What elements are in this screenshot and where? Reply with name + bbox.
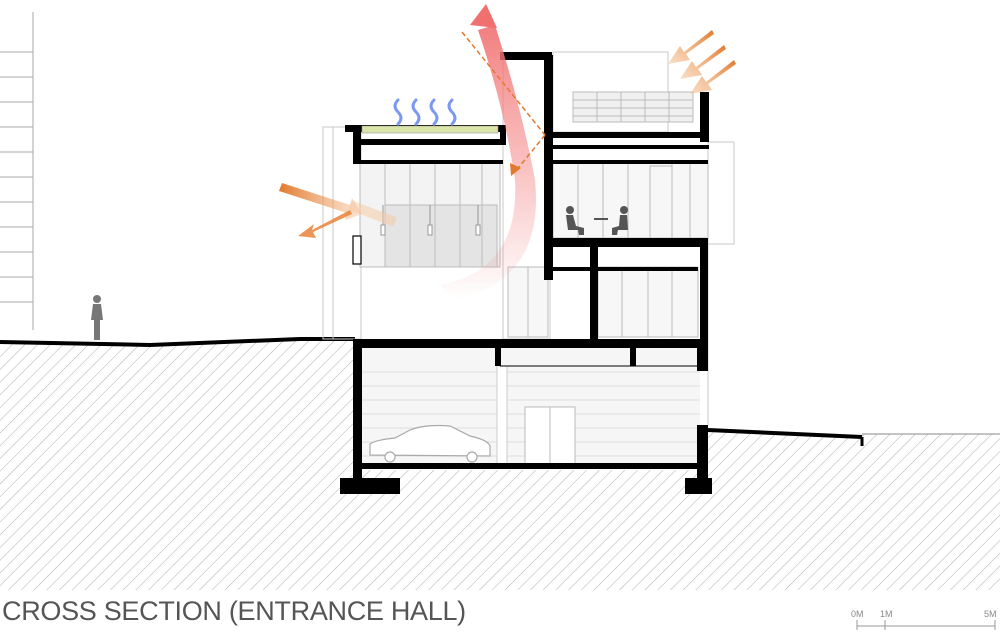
dashed-ventilation-line <box>461 31 546 173</box>
structure <box>340 52 712 494</box>
ground-hatch <box>0 340 1000 590</box>
green-roof <box>361 125 499 134</box>
neighbour-building <box>0 12 34 330</box>
scale-label-5m: 5M <box>984 609 997 619</box>
pendant-lights <box>380 205 481 236</box>
car-outline <box>369 424 491 463</box>
person-silhouette-icon <box>91 295 103 340</box>
stack-effect-arrow-icon <box>440 4 536 300</box>
drawing-title: CROSS SECTION (ENTRANCE HALL) <box>2 596 466 626</box>
scale-bar <box>856 620 996 630</box>
entrance-door-detail <box>352 235 362 265</box>
scale-label-1m: 1M <box>880 609 893 619</box>
seated-figures-icon <box>566 206 628 235</box>
sun-reflection-arrow-icon <box>279 183 397 238</box>
sun-arrows-icon <box>668 30 736 94</box>
arrowhead-icon <box>510 163 521 176</box>
scale-label-0m: 0M <box>851 609 864 619</box>
cooling-waves-icon <box>393 98 457 126</box>
